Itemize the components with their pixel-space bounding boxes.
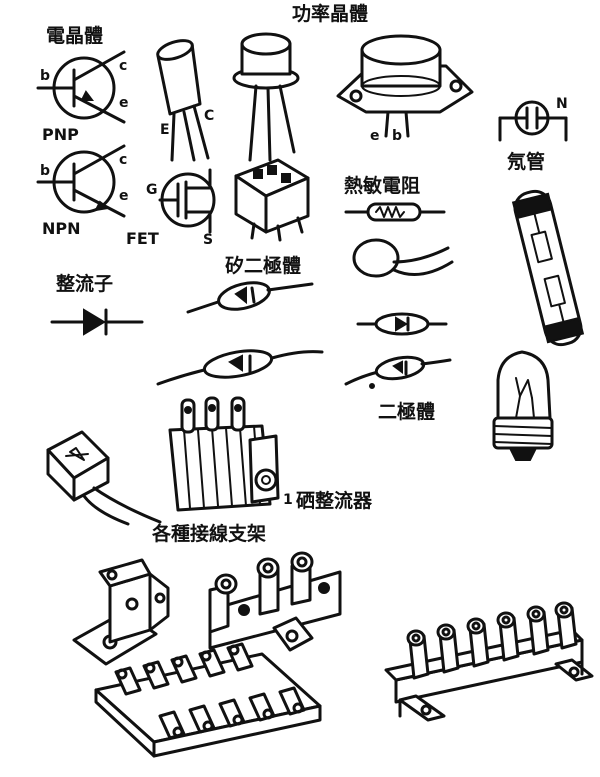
npn-pin-b: b bbox=[40, 163, 50, 179]
to3-pin-e: e bbox=[370, 128, 380, 144]
label-fet: FET bbox=[126, 229, 159, 248]
pnp-pin-c: c bbox=[119, 58, 127, 74]
label-terminal-brackets: 各種接線支架 bbox=[151, 522, 266, 545]
pnp-pin-e: e bbox=[119, 95, 129, 111]
silicon-diode-upper bbox=[186, 281, 314, 314]
rectifier-symbol bbox=[50, 308, 144, 336]
disc-thermistor bbox=[352, 238, 454, 278]
label-transistor: 電晶體 bbox=[46, 25, 103, 47]
can-pin-e: E bbox=[160, 122, 170, 138]
silicon-diode-lower bbox=[156, 349, 324, 386]
label-diode: 二極體 bbox=[378, 400, 435, 423]
terminal-board bbox=[94, 642, 322, 758]
pnp-pin-b: b bbox=[40, 68, 50, 84]
plastic-power-transistor bbox=[234, 158, 310, 242]
label-pnp: PNP bbox=[42, 125, 79, 144]
small-can-transistor: E C bbox=[156, 39, 214, 162]
fet-pin-g: G bbox=[146, 182, 158, 198]
to3-pin-b: b bbox=[392, 128, 402, 144]
npn-pin-e: e bbox=[119, 188, 129, 204]
diode-glass bbox=[344, 355, 452, 389]
label-thermistor: 熱敏電阻 bbox=[344, 174, 420, 197]
terminal-bracket-a bbox=[72, 558, 170, 666]
terminal-bracket-b bbox=[208, 551, 342, 652]
npn-pin-c: c bbox=[119, 152, 127, 168]
pnp-transistor-symbol: b c e bbox=[36, 50, 129, 124]
neon-tube-glass bbox=[511, 189, 585, 347]
label-npn: NPN bbox=[42, 219, 81, 238]
diode-symbol-glass bbox=[356, 312, 448, 336]
label-selenium-mark: 1 bbox=[283, 492, 293, 508]
label-rectifier: 整流子 bbox=[56, 272, 113, 295]
label-neon-tube: 氖管 bbox=[507, 150, 545, 173]
bridge-rectifier bbox=[46, 430, 162, 526]
power-transistor-to3: e b bbox=[336, 34, 474, 144]
fet-pin-s: S bbox=[203, 232, 213, 248]
can-pin-c: C bbox=[204, 108, 214, 124]
power-transistor-to5 bbox=[232, 32, 300, 162]
thermistor-symbol bbox=[344, 202, 446, 222]
label-selenium-rectifier: 硒整流器 bbox=[296, 489, 373, 512]
neon-n: N bbox=[556, 96, 568, 112]
terminal-strip-long bbox=[384, 601, 594, 722]
label-power-transistor: 功率晶體 bbox=[292, 2, 368, 25]
selenium-rectifier bbox=[168, 396, 280, 512]
neon-tube-symbol: N bbox=[498, 96, 568, 142]
fet-symbol: G S bbox=[146, 168, 216, 248]
label-silicon-diode: 矽二極體 bbox=[225, 254, 301, 277]
npn-transistor-symbol: b c e bbox=[36, 144, 129, 218]
neon-bulb bbox=[492, 350, 554, 461]
